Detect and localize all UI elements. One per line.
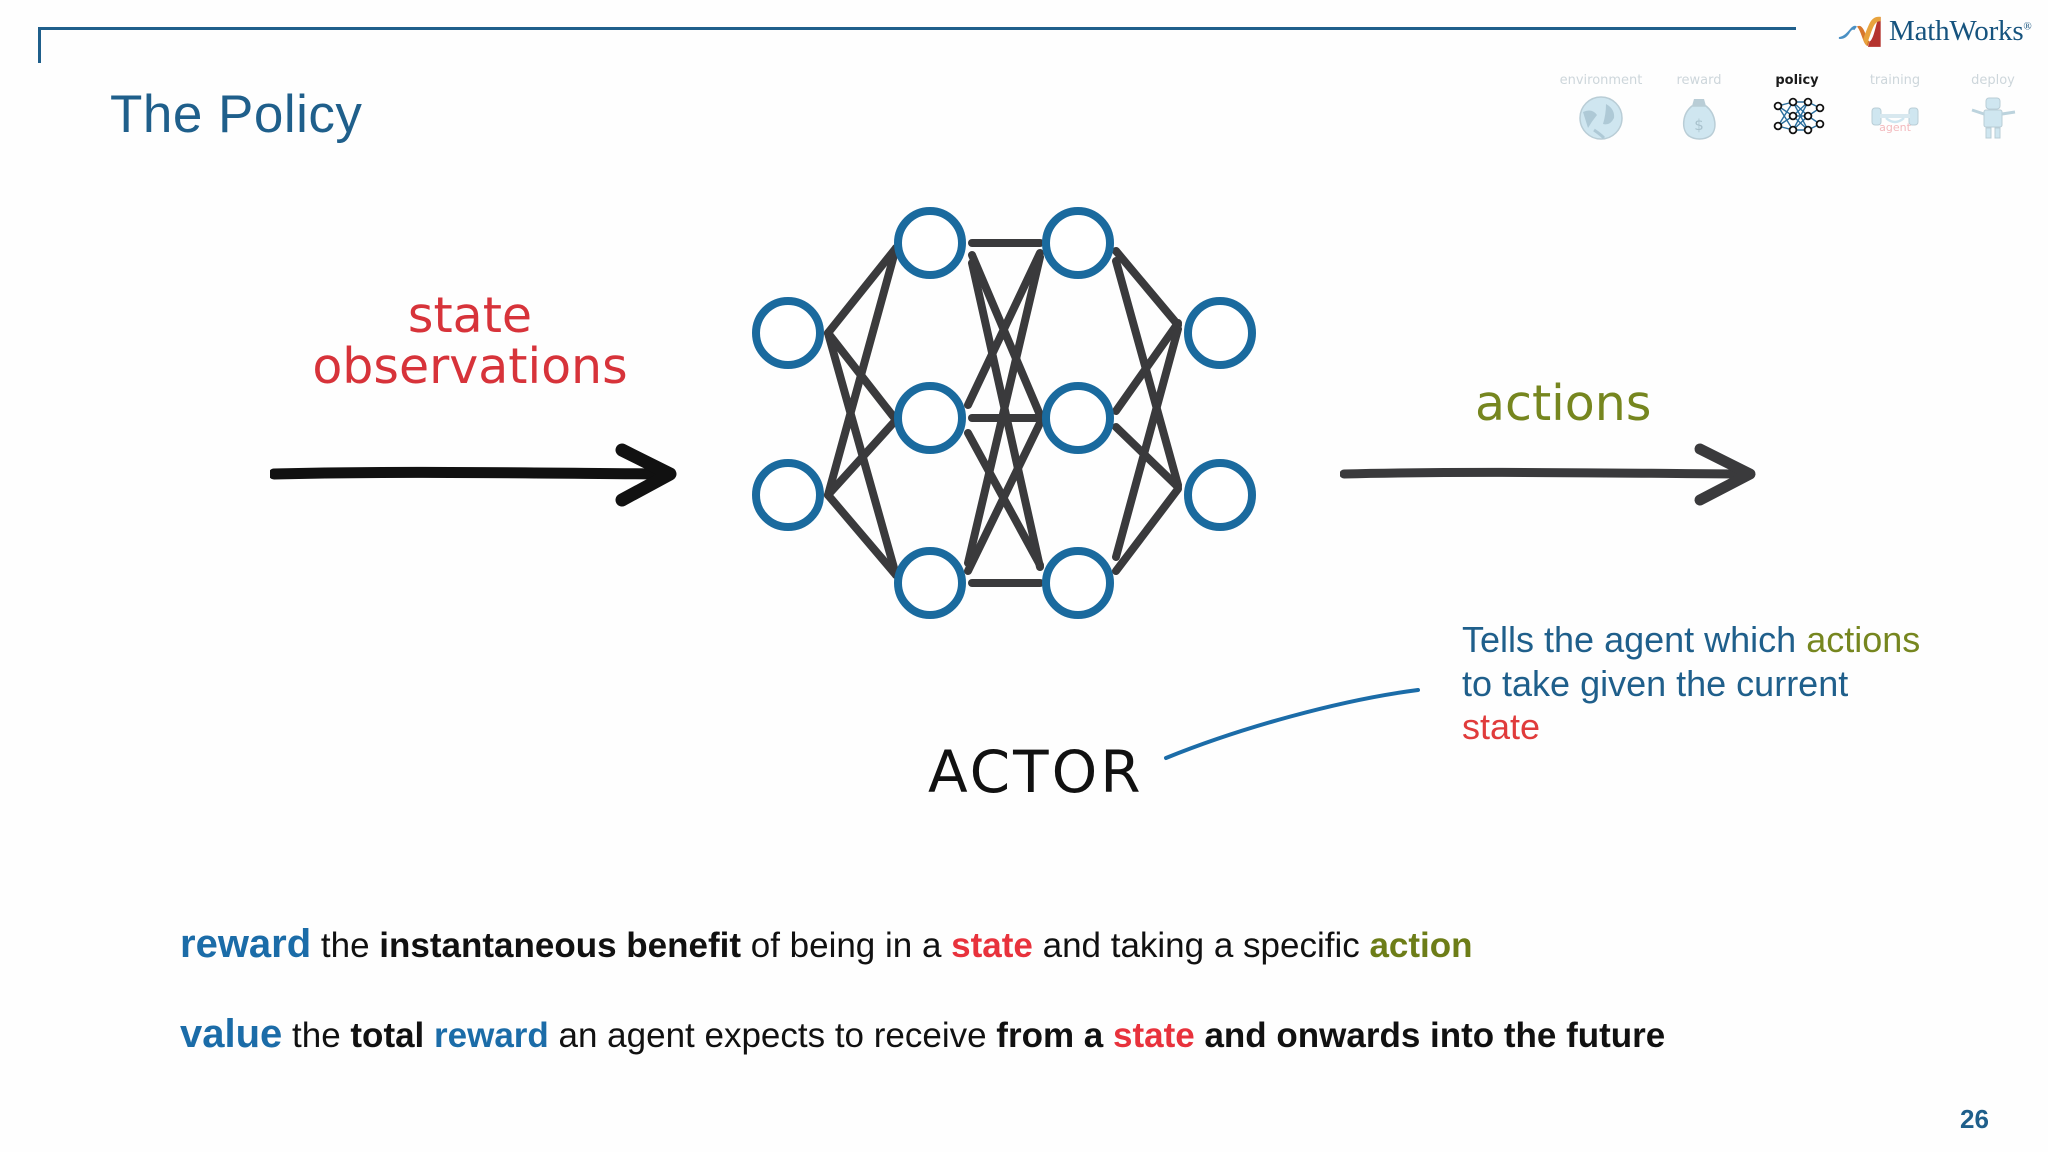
robot-icon <box>1971 97 2016 139</box>
nav-item-training[interactable]: training agent <box>1846 74 1944 142</box>
network-node <box>894 207 966 279</box>
callout-highlight-actions: actions <box>1806 619 1921 660</box>
network-node <box>1042 547 1114 619</box>
callout-part1: Tells the agent which <box>1462 619 1807 660</box>
input-label-line2: observations <box>312 338 628 396</box>
network-node <box>752 459 824 531</box>
definition-keyword-value: value <box>180 1012 283 1056</box>
input-arrow-icon <box>270 443 677 507</box>
callout-part2: to take given the current <box>1462 662 1849 704</box>
network-caption-actor: ACTOR <box>928 738 1144 806</box>
nav-item-environment[interactable]: environment <box>1552 74 1650 142</box>
definition-seg: the <box>282 1016 351 1055</box>
header-rule <box>38 27 1796 30</box>
network-node <box>894 547 966 619</box>
network-node <box>1042 382 1114 454</box>
definition-value: value the total reward an agent expects … <box>180 1012 1665 1057</box>
network-node <box>894 382 966 454</box>
nav-item-reward[interactable]: reward $ <box>1650 74 1748 142</box>
network-node <box>1184 459 1256 531</box>
nav-item-policy[interactable]: policy <box>1748 74 1846 142</box>
nav-label-training: training <box>1869 73 1921 88</box>
page-title: The Policy <box>110 85 363 144</box>
definition-keyword-reward: reward <box>180 922 312 966</box>
mathworks-wordmark: MathWorks® <box>1889 14 2032 47</box>
nav-label-deploy: deploy <box>1971 73 2015 88</box>
definition-seg: the <box>311 926 380 965</box>
network-node <box>1184 297 1256 369</box>
mathworks-membrane-icon <box>1838 16 1881 47</box>
svg-text:$: $ <box>1694 116 1704 134</box>
nav-label-policy: policy <box>1775 73 1819 88</box>
output-arrow-icon <box>1340 443 1756 506</box>
output-label-actions: actions <box>1475 375 1652 432</box>
header-rule-corner <box>38 27 41 63</box>
nav-item-deploy[interactable]: deploy <box>1944 74 2042 142</box>
callout-highlight-state: state <box>1462 706 1541 748</box>
definition-seg-state: state <box>1113 1016 1195 1055</box>
neural-net-icon <box>1773 97 1825 135</box>
definition-seg-bold: and onwards into the future <box>1194 1016 1666 1055</box>
actor-network-diagram <box>752 207 1256 619</box>
network-node <box>1042 207 1114 279</box>
definition-seg: of being in a <box>741 926 952 965</box>
definition-reward: reward the instantaneous benefit of bein… <box>180 922 1473 967</box>
definition-seg-bold: from a <box>996 1016 1113 1055</box>
page-number: 26 <box>1960 1104 1989 1134</box>
definition-seg-state: state <box>951 926 1033 965</box>
mathworks-logo: MathWorks® <box>1838 9 2038 53</box>
nav-label-environment: environment <box>1559 73 1643 88</box>
definition-seg-action: action <box>1369 926 1473 965</box>
money-bag-icon: $ <box>1683 99 1716 140</box>
callout-text: Tells the agent which actions to take gi… <box>1462 618 1932 749</box>
barbell-icon: agent <box>1871 107 1919 134</box>
topic-nav-strip[interactable]: environment reward $ policy <box>1552 74 2044 150</box>
network-node <box>752 297 824 369</box>
globe-icon <box>1579 96 1623 140</box>
network-edges <box>824 239 1182 587</box>
definition-seg-bold: total <box>350 1016 435 1055</box>
network-nodes <box>752 207 1256 619</box>
nav-label-reward: reward <box>1676 73 1722 88</box>
svg-text:agent: agent <box>1879 121 1911 134</box>
input-label-state-observations: state observations <box>240 290 700 393</box>
definition-seg-reward: reward <box>434 1016 549 1055</box>
definition-seg-bold: instantaneous benefit <box>379 926 741 965</box>
input-label-line1: state <box>407 287 533 344</box>
definition-seg: and taking a specific <box>1032 926 1370 965</box>
callout-leader-line <box>1164 688 1420 760</box>
definition-seg: an agent expects to receive <box>548 1016 997 1055</box>
